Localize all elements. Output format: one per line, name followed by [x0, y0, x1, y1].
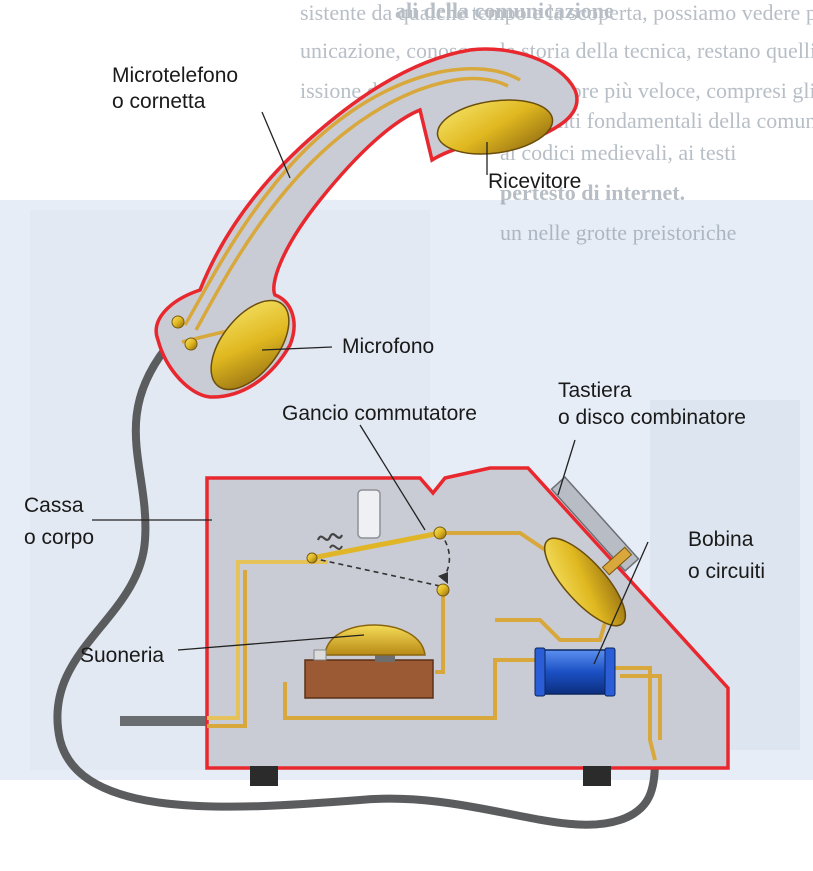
coil-body	[539, 649, 611, 695]
label-handset-line1: Microtelefono	[112, 64, 238, 87]
handset	[154, 47, 579, 399]
case-foot-left	[250, 766, 278, 786]
coil	[534, 647, 616, 697]
handset-cord	[53, 344, 659, 829]
leader-lines	[92, 111, 649, 665]
hook-switch	[306, 526, 451, 597]
microphone-cap	[210, 299, 290, 391]
bg-line-6: un nelle grotte preistoriche	[500, 220, 736, 245]
label-coil-line1: Bobina	[688, 528, 754, 551]
bg-heading: ali della comunicazione	[395, 0, 614, 23]
dial-disc	[543, 537, 627, 627]
bg-line-4: ai codici medievali, ai testi	[500, 140, 736, 165]
labels: Microtelefono o cornetta Ricevitore Micr…	[24, 64, 765, 667]
dial-plate	[550, 476, 640, 572]
label-dial-line2: o disco combinatore	[558, 406, 746, 429]
hook-plunger	[357, 489, 381, 539]
label-dial-line1: Tastiera	[558, 379, 632, 402]
case-foot-right	[583, 766, 611, 786]
label-case-line1: Cassa	[24, 494, 84, 517]
dial	[543, 476, 640, 627]
label-receiver: Ricevitore	[488, 170, 581, 193]
bg-line-5: pertesto di internet.	[500, 180, 685, 205]
label-microphone: Microfono	[342, 335, 434, 358]
label-handset-line2: o cornetta	[112, 90, 206, 113]
label-coil-line2: o circuiti	[688, 560, 765, 583]
bell-base	[304, 659, 434, 699]
label-hook-switch: Gancio commutatore	[282, 402, 477, 425]
label-case-line2: o corpo	[24, 526, 94, 549]
line-cable	[120, 716, 210, 726]
label-bell: Suoneria	[80, 644, 164, 667]
bg-line-1: unicazione, conoscere la storia della te…	[300, 38, 813, 63]
bell-dome	[324, 624, 426, 656]
receiver-cap	[436, 99, 554, 155]
bell	[304, 624, 434, 699]
bg-line-0: sistente da qualche tempo e la scoperta,…	[300, 0, 813, 25]
